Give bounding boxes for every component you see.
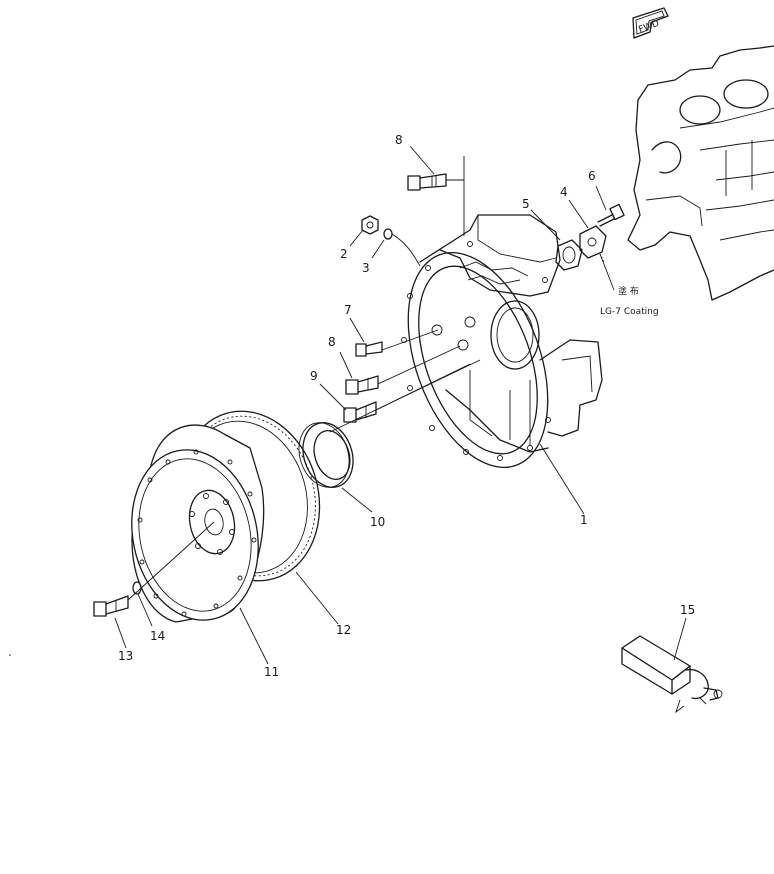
- callout-10: 10: [370, 515, 385, 529]
- gasket: [555, 239, 583, 271]
- callout-2: 2: [340, 247, 348, 261]
- callout-13: 13: [118, 649, 133, 663]
- callout-15: 15: [680, 603, 695, 617]
- scan-dot: [9, 654, 11, 656]
- fwd-arrow-icon: FWD: [632, 7, 669, 39]
- nut-2: [361, 215, 379, 235]
- bolt-8: [345, 375, 379, 395]
- engine-block: [627, 45, 774, 301]
- callout-6: 6: [588, 169, 596, 183]
- washer-3: [383, 228, 393, 240]
- coating-note-line1: 塗 布: [618, 285, 639, 297]
- callout-11: 11: [264, 665, 279, 679]
- callout-numbers: 1 2 3 4 5 6 7 8 8 9 10 11 12 13 14 15: [118, 133, 695, 679]
- callout-1: 1: [580, 513, 588, 527]
- leader-lines: [114, 145, 687, 665]
- flywheel: [131, 424, 265, 623]
- callout-8: 8: [328, 335, 336, 349]
- oil-seal: [298, 422, 354, 488]
- callout-14: 14: [150, 629, 165, 643]
- callout-9: 9: [310, 369, 318, 383]
- bolt-7: [355, 341, 383, 357]
- bolt-13: [93, 595, 129, 617]
- callout-12: 12: [336, 623, 351, 637]
- coating-note-line2: LG-7 Coating: [600, 307, 659, 317]
- callout-5: 5: [522, 197, 530, 211]
- callout-7: 7: [344, 303, 352, 317]
- bolt-6: [597, 203, 625, 227]
- bolt-9: [343, 401, 377, 423]
- callout-3: 3: [362, 261, 370, 275]
- flywheel-housing: [401, 214, 603, 469]
- bolt-8-top: [407, 173, 447, 191]
- cover-plate: [579, 225, 607, 259]
- callout-4: 4: [560, 185, 568, 199]
- tool-15: [621, 635, 723, 714]
- callout-8-top: 8: [395, 133, 403, 147]
- coating-note: 塗 布 LG-7 Coating: [600, 285, 659, 317]
